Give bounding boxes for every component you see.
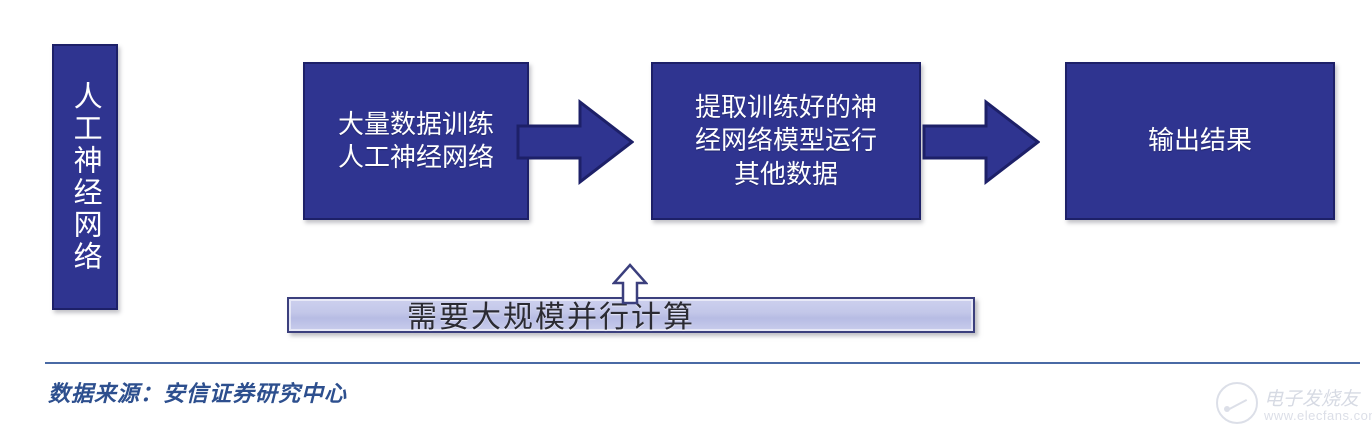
watermark-url: www.elecfans.com: [1264, 408, 1372, 423]
process-box-train: 大量数据训练 人工神经网络: [303, 62, 529, 220]
watermark: 电子发烧友 www.elecfans.com: [1216, 374, 1372, 432]
arrow-right-icon-train-to-extract: [516, 96, 634, 188]
section-title-label: 人工神经网络: [69, 81, 102, 273]
callout-bar-label: 需要大规模并行计算: [407, 301, 695, 335]
process-box-train-label: 大量数据训练 人工神经网络: [337, 108, 494, 172]
watermark-site-name: 电子发烧友: [1264, 389, 1360, 410]
footer-divider: [45, 362, 1360, 364]
arrow-up-icon-parallel-compute: [612, 263, 648, 305]
process-box-extract: 提取训练好的神 经网络模型运行 其他数据: [651, 62, 921, 220]
process-box-output-label: 输出结果: [1147, 125, 1252, 156]
circle-pin-icon: [1216, 382, 1258, 424]
section-title-box-neural-network: 人工神经网络: [52, 44, 118, 310]
process-box-output: 输出结果: [1065, 62, 1335, 220]
process-box-extract-label: 提取训练好的神 经网络模型运行 其他数据: [694, 92, 877, 189]
source-note: 数据来源：安信证券研究中心: [48, 381, 348, 406]
arrow-right-icon-extract-to-output: [922, 96, 1040, 188]
